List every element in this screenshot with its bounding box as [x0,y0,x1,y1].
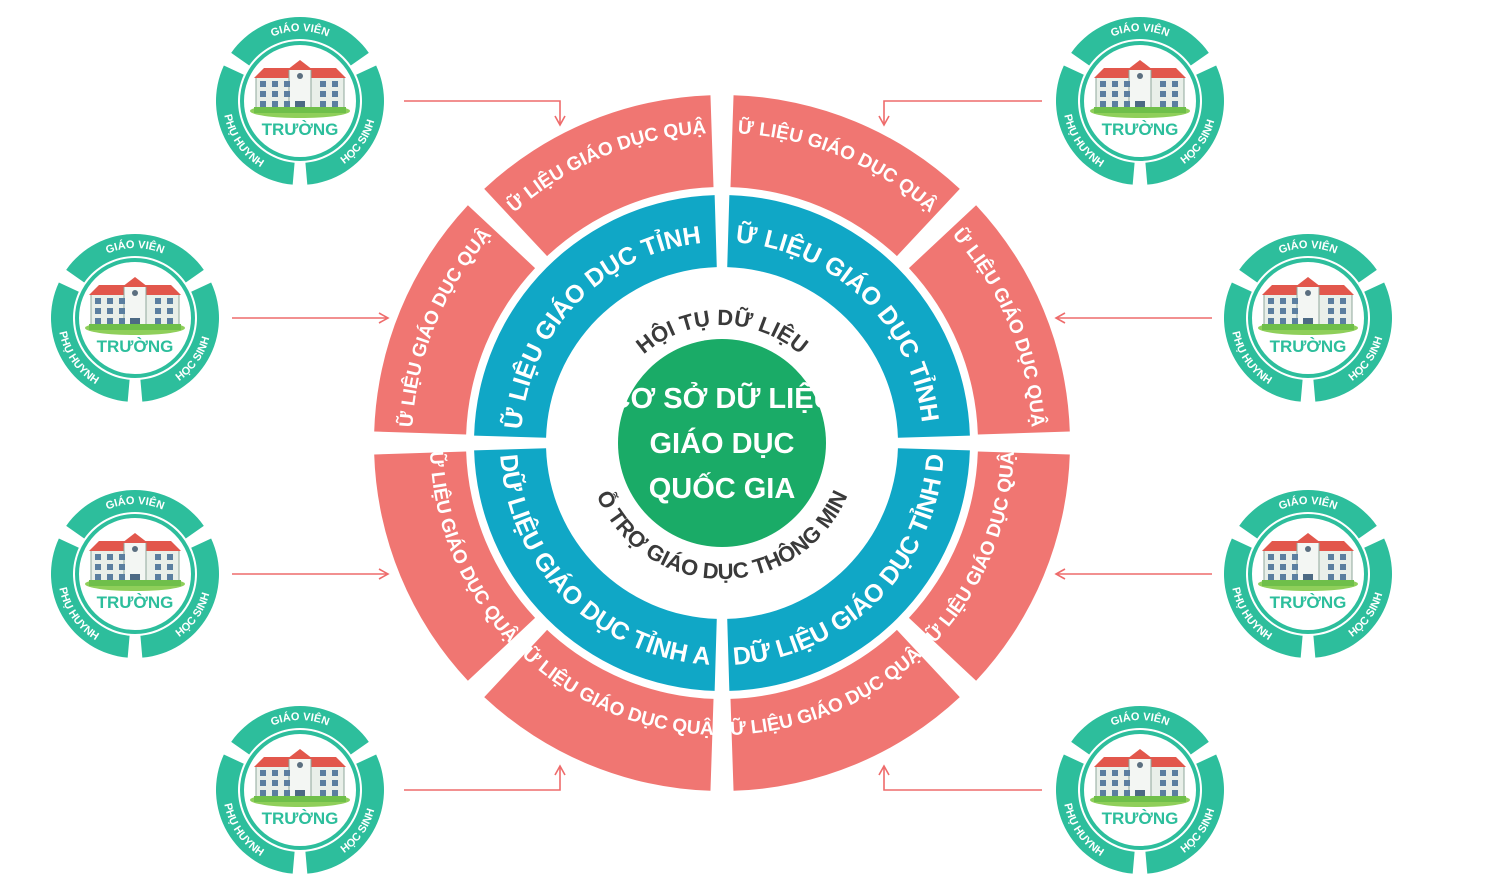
school-name: TRƯỜNG [262,120,339,139]
arrows-layer [232,100,1212,791]
school-name: TRƯỜNG [97,593,174,612]
school-teacher-label: GIÁO VIÊN [104,495,166,513]
province-segment [727,448,970,691]
arrow-connector [404,764,566,791]
school-teacher-label: GIÁO VIÊN [1277,239,1339,257]
school-ring-segment [140,538,220,658]
core-line-1: CƠ SỞ DỮ LIỆU [610,381,835,415]
school-ring-segment [231,16,369,66]
province-segment [727,195,970,438]
school-ring-segment [1145,65,1224,185]
core-line-3: QUỐC GIA [649,471,796,505]
school-teacher-label: GIÁO VIÊN [1109,22,1171,40]
school-teacher-label: GIÁO VIÊN [269,711,331,729]
school-teacher-label: GIÁO VIÊN [1277,495,1339,513]
school-name: TRƯỜNG [97,337,174,356]
school-ring-segment [305,65,384,185]
district-segment [374,205,536,435]
school-ring-segment [66,490,204,539]
school-ring-segment [1056,754,1135,874]
school-teacher-label: GIÁO VIÊN [104,239,166,257]
province-segment [474,448,717,691]
core-line-2: GIÁO DỤC [650,426,795,460]
school-ring-segment [215,65,295,185]
district-segment [484,629,714,791]
district-segment [374,451,536,681]
school-teacher-label: GIÁO VIÊN [1109,711,1171,729]
district-segment [730,95,960,257]
district-segment [908,205,1070,435]
school-ring-segment [1223,282,1303,402]
school-ring-segment [1239,234,1377,283]
district-segment [484,95,714,257]
province-segment [474,195,717,438]
school-ring-segment [1313,538,1393,658]
arrow-connector [878,100,1042,127]
school-ring-segment [50,538,130,658]
arrow-connector [878,764,1042,791]
school-name: TRƯỜNG [1102,120,1179,139]
school-ring-segment [215,754,295,874]
school-ring-segment [1071,17,1209,66]
district-segment [908,451,1070,681]
school-ring-segment [1071,706,1209,755]
district-segment [730,629,960,791]
school-ring-segment [1239,490,1377,539]
school-teacher-label: GIÁO VIÊN [269,22,331,40]
school-ring-segment [1056,65,1135,185]
core-circle [618,339,826,547]
school-name: TRƯỜNG [1102,809,1179,828]
school-ring-segment [51,282,130,402]
school-ring-segment [305,754,385,874]
school-name: TRƯỜNG [1270,337,1347,356]
core-database: CƠ SỞ DỮ LIỆU GIÁO DỤC QUỐC GIA [610,339,835,547]
arrow-connector [404,100,566,127]
school-ring-segment [140,282,219,402]
school-ring-segment [1224,538,1303,658]
school-ring-segment [1313,282,1392,402]
school-name: TRƯỜNG [1270,593,1347,612]
school-ring-segment [1145,754,1225,874]
school-ring-segment [66,234,204,283]
school-ring-segment [231,706,369,755]
school-name: TRƯỜNG [262,809,339,828]
